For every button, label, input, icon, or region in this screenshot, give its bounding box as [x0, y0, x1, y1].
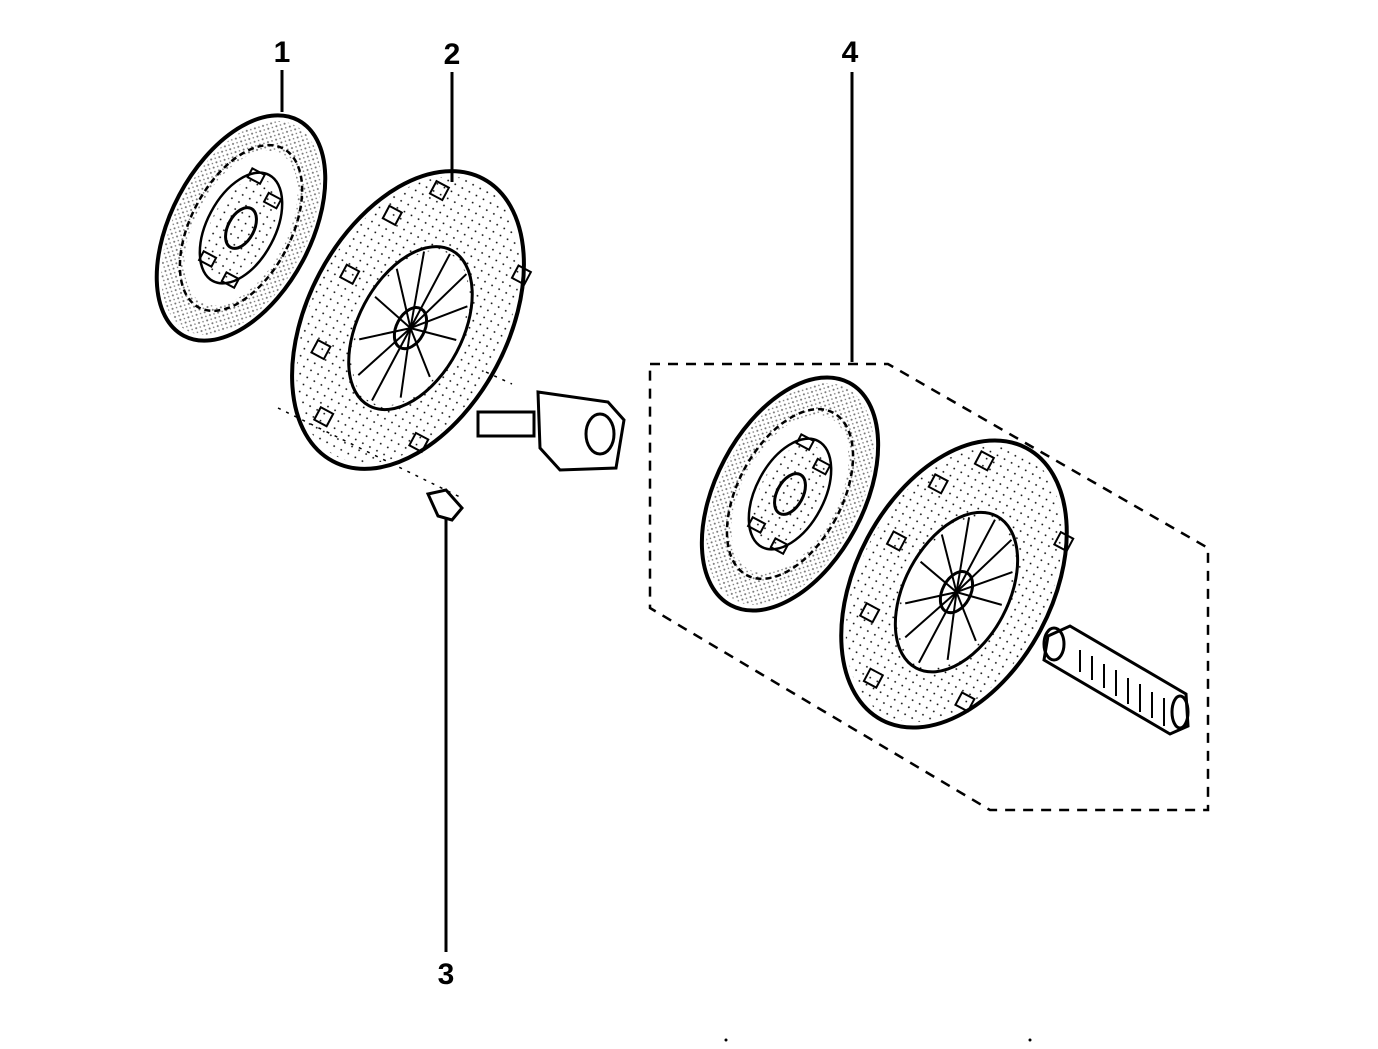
kit-pressure-plate-icon [839, 438, 1075, 730]
callout-1[interactable]: 1 [273, 36, 291, 69]
kit-clutch-disc-icon [699, 375, 881, 613]
pressure-plate-icon [290, 169, 533, 471]
callout-3[interactable]: 3 [437, 958, 455, 991]
scan-dot [1028, 1038, 1032, 1042]
scan-dot [724, 1038, 728, 1042]
alignment-tool-icon [1042, 624, 1190, 736]
leader-lines [280, 70, 854, 952]
callout-4[interactable]: 4 [841, 36, 859, 69]
clutch-kit-icon [648, 362, 1210, 812]
release-bearing-icon [425, 390, 626, 522]
callout-2[interactable]: 2 [443, 38, 461, 71]
clutch-disc-icon [154, 113, 328, 343]
